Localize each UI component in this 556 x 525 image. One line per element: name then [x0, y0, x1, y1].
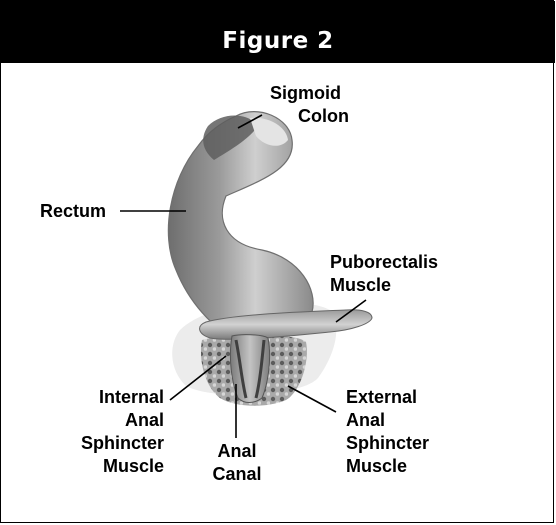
label-line: Colon — [270, 105, 349, 128]
label-line: Anal — [202, 440, 272, 463]
label-line: Muscle — [346, 455, 429, 478]
label-line: Sigmoid — [270, 82, 349, 105]
label-line: Canal — [202, 463, 272, 486]
label-line: Rectum — [40, 200, 106, 223]
label-line: Sphincter — [346, 432, 429, 455]
label-anal-canal: Anal Canal — [202, 440, 272, 486]
label-sigmoid-colon: Sigmoid Colon — [270, 82, 349, 128]
label-internal-anal-sphincter: Internal Anal Sphincter Muscle — [62, 386, 164, 478]
label-line: Muscle — [62, 455, 164, 478]
label-line: External — [346, 386, 429, 409]
label-line: Muscle — [330, 274, 438, 297]
label-puborectalis: Puborectalis Muscle — [330, 251, 438, 297]
rectum-shape — [168, 112, 313, 338]
label-line: Anal — [62, 409, 164, 432]
label-external-anal-sphincter: External Anal Sphincter Muscle — [346, 386, 429, 478]
label-line: Puborectalis — [330, 251, 438, 274]
label-rectum: Rectum — [40, 200, 106, 223]
label-line: Internal — [62, 386, 164, 409]
label-line: Sphincter — [62, 432, 164, 455]
label-line: Anal — [346, 409, 429, 432]
leader-line-external — [288, 386, 336, 412]
